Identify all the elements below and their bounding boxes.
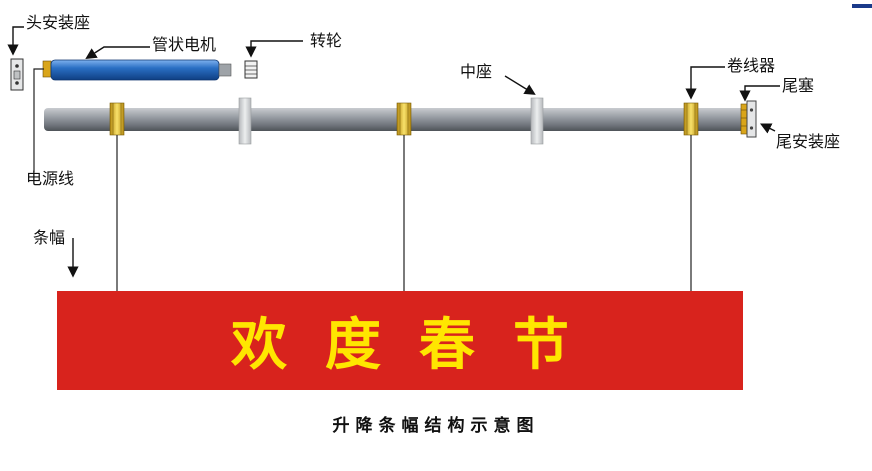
label-tubular-motor: 管状电机 bbox=[152, 35, 217, 54]
label-tail-mount: 尾安装座 bbox=[776, 132, 841, 151]
diagram-caption: 升降条幅结构示意图 bbox=[332, 416, 540, 436]
middle-mount-2 bbox=[530, 97, 544, 145]
banner-text: 欢度春节 bbox=[231, 313, 607, 378]
leader-winder bbox=[685, 66, 725, 100]
adapter-wheel-icon bbox=[244, 60, 258, 79]
label-banner: 条幅 bbox=[33, 228, 66, 247]
label-adapter-wheel: 转轮 bbox=[310, 31, 343, 50]
winder-ring-3 bbox=[683, 102, 699, 136]
winder-ring-2 bbox=[396, 102, 412, 136]
label-middle-mount: 中座 bbox=[460, 62, 493, 81]
leader-tail-mount bbox=[759, 123, 776, 134]
tail-mount-icon bbox=[746, 100, 757, 138]
head-mount-icon bbox=[10, 58, 24, 91]
label-power-cord: 电源线 bbox=[26, 169, 75, 188]
end-plug-icon bbox=[740, 103, 748, 135]
leader-head-mount bbox=[7, 26, 24, 56]
label-head-mount: 头安装座 bbox=[26, 13, 91, 32]
winder-ring-1 bbox=[109, 102, 125, 136]
label-winder: 卷线器 bbox=[727, 56, 776, 75]
tubular-motor-icon bbox=[42, 59, 232, 81]
corner-mark bbox=[852, 4, 872, 8]
leader-end-plug bbox=[739, 85, 780, 102]
leader-middle-mount bbox=[504, 75, 536, 95]
banner: 欢度春节 bbox=[57, 291, 743, 390]
power-cord-line bbox=[33, 68, 44, 172]
leader-motor bbox=[85, 46, 150, 60]
leader-adapter-wheel bbox=[245, 40, 303, 58]
middle-mount-1 bbox=[238, 97, 252, 145]
label-end-plug: 尾塞 bbox=[782, 76, 815, 95]
